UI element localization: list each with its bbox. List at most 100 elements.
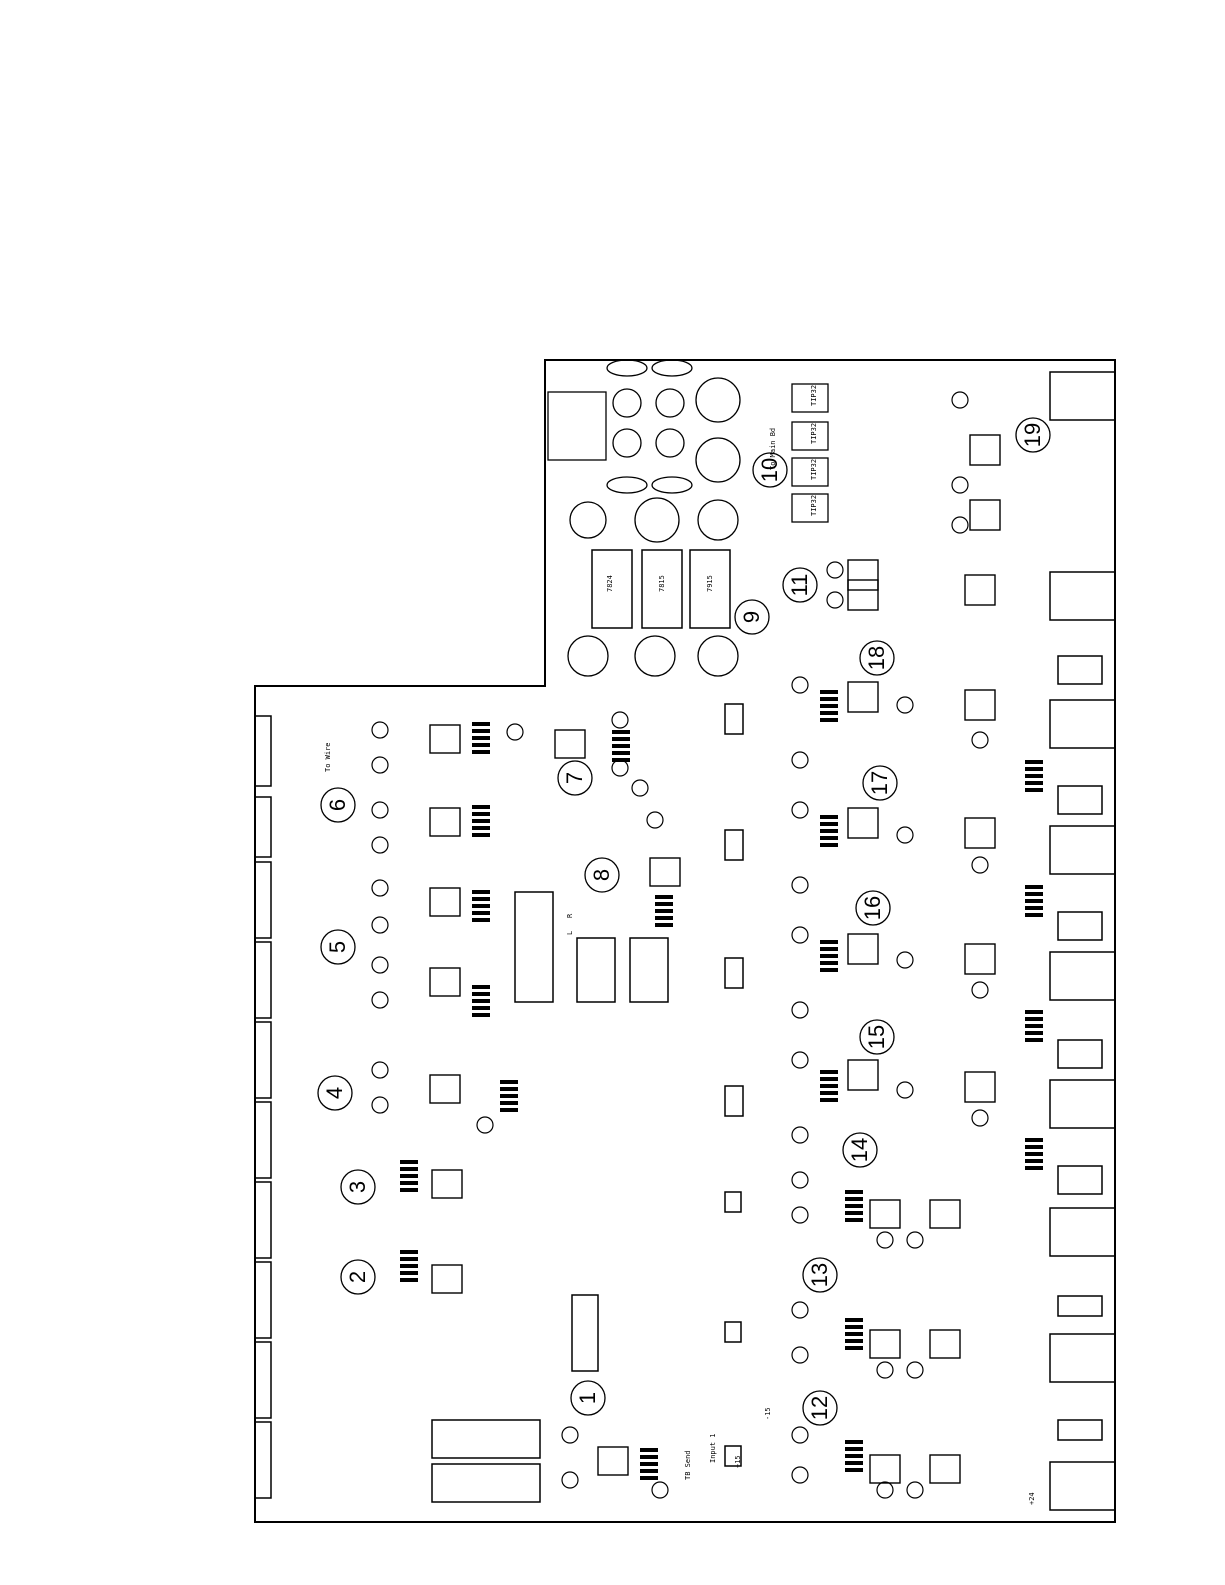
capacitor: [952, 477, 968, 493]
resistor: [472, 890, 490, 894]
ic-chip: [848, 560, 878, 590]
ic-chip: [965, 944, 995, 974]
resistor: [1025, 1138, 1043, 1142]
capacitor: [792, 1302, 808, 1318]
resistor: [640, 1462, 658, 1466]
resistor: [472, 812, 490, 816]
minus-15-label: -15: [764, 1407, 772, 1420]
resistor: [845, 1332, 863, 1336]
resistor: [500, 1080, 518, 1084]
resistor: [640, 1455, 658, 1459]
resistor: [1025, 1038, 1043, 1042]
resistor: [820, 815, 838, 819]
ic-chip: [848, 934, 878, 964]
plus-15-label: +15: [734, 1455, 742, 1468]
resistor: [820, 940, 838, 944]
capacitor: [792, 1467, 808, 1483]
capacitor: [827, 592, 843, 608]
resistor: [640, 1476, 658, 1480]
capacitor: [897, 1082, 913, 1098]
resistor: [472, 904, 490, 908]
ic-chip: [870, 1455, 900, 1483]
capacitor: [477, 1117, 493, 1133]
capacitor: [792, 1347, 808, 1363]
resistor: [820, 690, 838, 694]
ic-chip: [870, 1200, 900, 1228]
resistor: [845, 1211, 863, 1215]
capacitor: [897, 827, 913, 843]
resistor: [472, 743, 490, 747]
resistor: [820, 711, 838, 715]
resistor: [845, 1339, 863, 1343]
capacitor: [612, 712, 628, 728]
resistor: [472, 805, 490, 809]
resistor: [400, 1250, 418, 1254]
resistor: [820, 968, 838, 972]
resistor: [500, 1101, 518, 1105]
capacitor: [877, 1482, 893, 1498]
resistor: [612, 730, 630, 734]
resistor: [472, 985, 490, 989]
section-number-14: 14: [847, 1138, 872, 1162]
text-labels: Input 1 +15 -15 +24 To Main Bd To Wire T…: [324, 385, 1036, 1505]
resistor: [845, 1197, 863, 1201]
resistor: [1025, 899, 1043, 903]
resistor: [612, 751, 630, 755]
resistor: [1025, 760, 1043, 764]
resistor: [400, 1181, 418, 1185]
to-main-bd-label: To Main Bd: [769, 428, 777, 470]
resistor: [612, 758, 630, 762]
resistor: [472, 750, 490, 754]
resistor: [845, 1318, 863, 1322]
capacitor: [877, 1362, 893, 1378]
resistor: [845, 1325, 863, 1329]
section-number-2: 2: [345, 1271, 370, 1283]
resistor: [1025, 767, 1043, 771]
capacitor: [507, 724, 523, 740]
resistor: [472, 1006, 490, 1010]
ic-chip: [970, 500, 1000, 530]
resistor: [820, 822, 838, 826]
capacitor: [792, 1427, 808, 1443]
capacitor: [792, 677, 808, 693]
resistor: [845, 1454, 863, 1458]
capacitor: [372, 1097, 388, 1113]
capacitor: [372, 917, 388, 933]
transistor-1: TIP32: [810, 385, 818, 406]
capacitor: [632, 780, 648, 796]
section-number-17: 17: [867, 771, 892, 795]
resistor: [472, 826, 490, 830]
capacitor: [907, 1362, 923, 1378]
section-8-blocks: [515, 892, 668, 1002]
resistor: [472, 722, 490, 726]
ic-chip: [430, 968, 460, 996]
transistor-2: TIP32: [810, 423, 818, 444]
capacitor: [372, 1062, 388, 1078]
regulator-7915: 7915: [706, 575, 714, 592]
section-number-8: 8: [589, 869, 614, 881]
ic-chip: [870, 1330, 900, 1358]
ic-chip: [930, 1200, 960, 1228]
ic-chip: [965, 818, 995, 848]
ic-chip: [432, 1265, 462, 1293]
resistor: [845, 1440, 863, 1444]
resistor: [472, 918, 490, 922]
capacitor: [372, 837, 388, 853]
resistor: [472, 992, 490, 996]
capacitor: [372, 802, 388, 818]
resistor: [820, 829, 838, 833]
component-clusters: [372, 392, 1043, 1498]
ic-chip: [848, 682, 878, 712]
resistor: [400, 1257, 418, 1261]
ic-chip: [965, 575, 995, 605]
resistor: [472, 911, 490, 915]
resistor: [1025, 774, 1043, 778]
ic-chip: [965, 690, 995, 720]
capacitor: [897, 697, 913, 713]
section-number-7: 7: [562, 772, 587, 784]
left-edge-connectors: [255, 716, 271, 1498]
capacitor: [372, 957, 388, 973]
resistor: [400, 1278, 418, 1282]
